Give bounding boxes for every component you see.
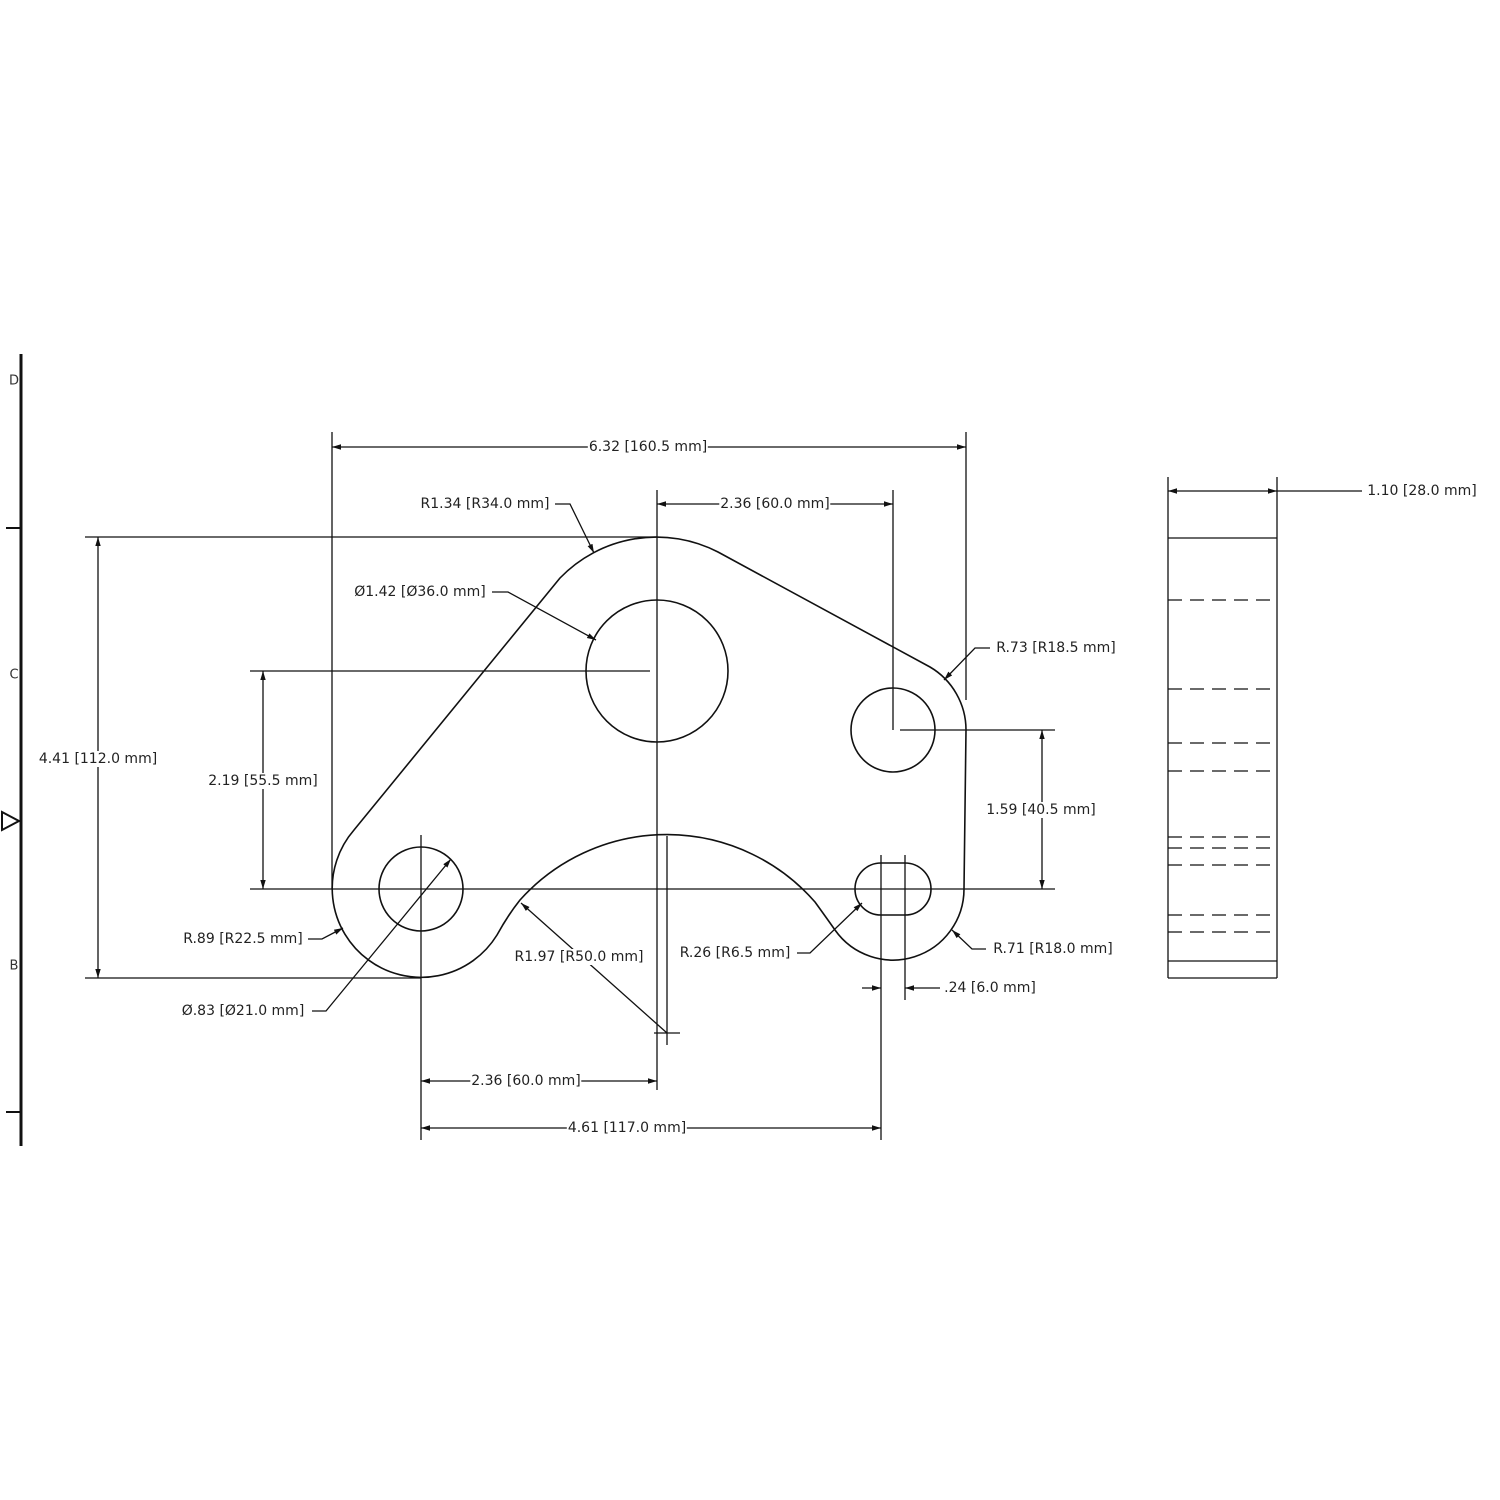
zone-label-c: C bbox=[9, 667, 19, 683]
leader bbox=[492, 591, 597, 641]
part-outline bbox=[331, 536, 967, 979]
leader bbox=[308, 927, 344, 940]
side-view bbox=[1167, 477, 1362, 979]
leader bbox=[555, 503, 595, 554]
dim-right-top-radius: R.73 [R18.5 mm] bbox=[995, 640, 1117, 656]
dim-overall-height: 4.41 [112.0 mm] bbox=[37, 751, 159, 767]
dim-left-lobe-radius: R.89 [R22.5 mm] bbox=[182, 931, 304, 947]
zone-label-b: B bbox=[9, 958, 19, 974]
dim-bottom-offset: 2.36 [60.0 mm] bbox=[470, 1073, 582, 1089]
leader bbox=[312, 858, 452, 1012]
dim-concave-radius: R1.97 [R50.0 mm] bbox=[513, 949, 645, 965]
dim-big-hole-diameter: Ø1.42 [Ø36.0 mm] bbox=[353, 584, 487, 600]
leader bbox=[520, 902, 668, 1034]
dim-bottom-span: 4.61 [117.0 mm] bbox=[566, 1120, 688, 1136]
dim-overall-width: 6.32 [160.5 mm] bbox=[587, 439, 709, 455]
dim-right-lobe-radius: R.71 [R18.0 mm] bbox=[992, 941, 1114, 957]
zone-label-d: D bbox=[8, 373, 20, 389]
dim-slot-radius: R.26 [R6.5 mm] bbox=[678, 945, 792, 961]
dim-thickness: 1.10 [28.0 mm] bbox=[1366, 483, 1478, 499]
leader bbox=[951, 929, 986, 950]
dim-small-hole-diameter: Ø.83 [Ø21.0 mm] bbox=[180, 1003, 306, 1019]
dim-top-radius: R1.34 [R34.0 mm] bbox=[419, 496, 551, 512]
leader bbox=[943, 647, 990, 681]
center-mark-triangle-icon bbox=[0, 810, 22, 832]
dim-top-hole-offset: 2.36 [60.0 mm] bbox=[719, 496, 831, 512]
dim-slot-width: .24 [6.0 mm] bbox=[943, 980, 1037, 996]
leader bbox=[797, 902, 863, 954]
dim-big-hole-height: 2.19 [55.5 mm] bbox=[207, 773, 319, 789]
dim-right-hole-height: 1.59 [40.5 mm] bbox=[985, 802, 1097, 818]
